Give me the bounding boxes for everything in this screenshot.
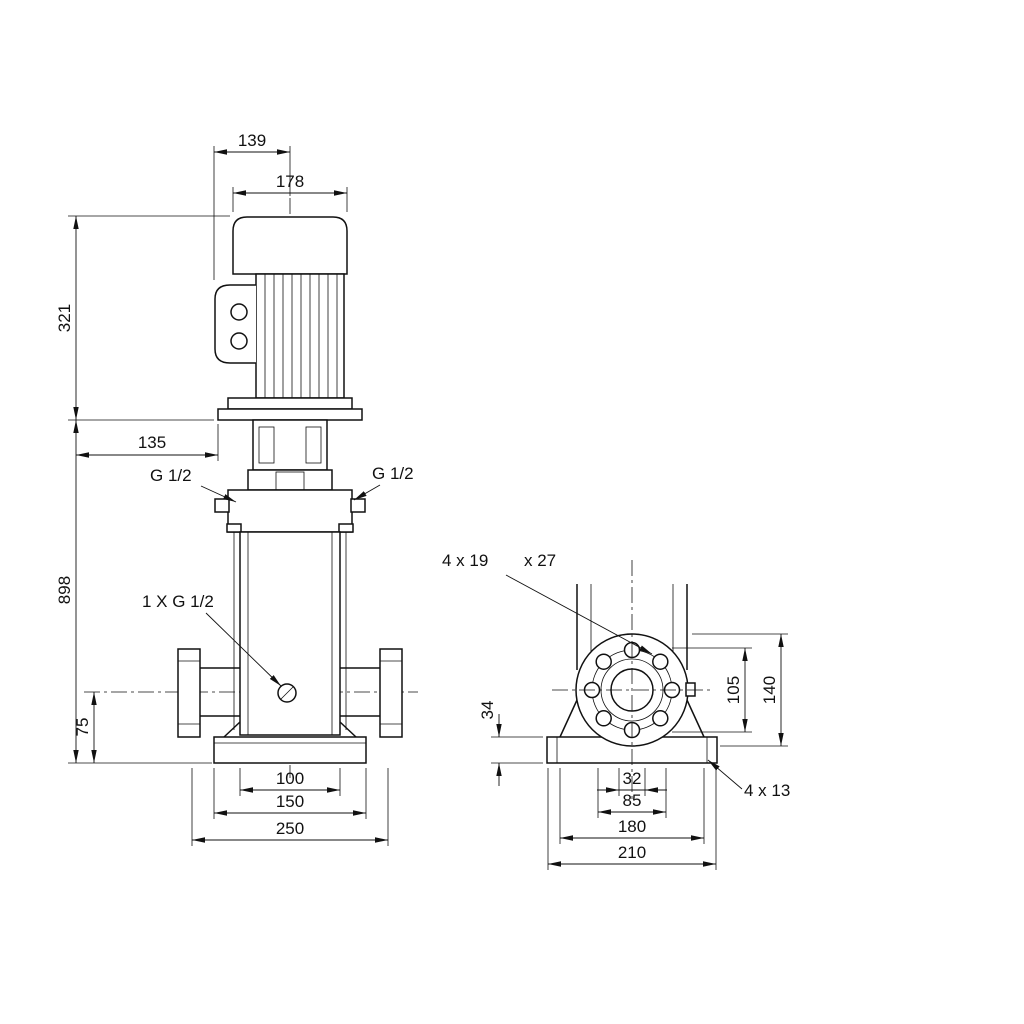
- base-skirt-left: [223, 721, 241, 738]
- motor-body: [255, 273, 345, 399]
- lantern-housing: [252, 419, 328, 471]
- dim-178-label: 178: [276, 172, 304, 191]
- dim-34: 34: [478, 701, 543, 786]
- dim-100-label: 100: [276, 769, 304, 788]
- motor-flange-upper: [227, 397, 353, 410]
- dim-139-label: 139: [238, 131, 266, 150]
- staybolt-nut-left: [226, 523, 242, 533]
- motor-flange-lower: [217, 408, 363, 421]
- dim-75: 75: [73, 692, 97, 763]
- side-view: 4 x 19 x 27 34 105 140 4 x 13: [442, 551, 790, 870]
- dim-150-label: 150: [276, 792, 304, 811]
- terminal-box: [214, 284, 256, 364]
- vent-plug-right: [350, 498, 366, 513]
- pump-head-block: [227, 489, 353, 533]
- head-upper-section: [247, 469, 333, 491]
- dim-898: 898: [55, 420, 212, 764]
- cable-entry-hole: [230, 303, 248, 321]
- hole-note-a: 4 x 19: [442, 551, 488, 570]
- coupling-window: [258, 426, 275, 464]
- dim-210-label: 210: [618, 843, 646, 862]
- dim-250: 250: [191, 768, 389, 846]
- coupling-window: [305, 426, 322, 464]
- foot-left: [559, 699, 578, 738]
- staybolt-nut-right: [338, 523, 354, 533]
- plug-left-label: G 1/2: [150, 466, 192, 485]
- outer-sleeve: [239, 531, 341, 736]
- cooling-fins: [264, 274, 338, 398]
- drain-plug-slot: [280, 686, 294, 700]
- dim-135-label: 135: [138, 433, 166, 452]
- dim-140: 140: [692, 633, 788, 747]
- dim-321: 321: [55, 215, 230, 421]
- chamber-stack: [226, 523, 354, 736]
- vent-plug-left: [214, 498, 230, 513]
- leader-line: [205, 612, 282, 687]
- dim-180: 180: [559, 768, 705, 844]
- bolt-hole: [595, 710, 612, 727]
- bolt-hole: [595, 653, 612, 670]
- cable-entry-hole: [230, 332, 248, 350]
- flange-tab: [685, 682, 696, 697]
- base-hole-label: 4 x 13: [744, 781, 790, 800]
- bolt-hole: [652, 653, 669, 670]
- pump-column: [559, 584, 705, 738]
- dim-140-label: 140: [760, 676, 779, 704]
- coupling-lantern: [247, 419, 333, 491]
- dim-105-label: 105: [724, 676, 743, 704]
- flange-left: [177, 648, 201, 738]
- dim-178: 178: [232, 172, 348, 212]
- hole-note-b: x 27: [524, 551, 556, 570]
- base-front: [213, 721, 367, 764]
- front-view: 139 178 321 898 135: [55, 131, 418, 846]
- leader-line: [353, 484, 381, 501]
- drain-note: 1 X G 1/2: [142, 592, 282, 687]
- leader-line: [505, 574, 653, 655]
- dim-898-label: 898: [55, 576, 74, 604]
- dim-100: 100: [239, 768, 341, 796]
- dim-85-label: 85: [623, 791, 642, 810]
- foot-right: [686, 699, 705, 738]
- bolt-holes: [583, 641, 681, 739]
- dim-105: 105: [672, 647, 752, 733]
- base-hole-note: 4 x 13: [707, 759, 790, 800]
- leader-line: [200, 485, 237, 503]
- dim-75-label: 75: [73, 718, 92, 737]
- flange-right: [379, 648, 403, 738]
- dim-250-label: 250: [276, 819, 304, 838]
- dim-32: 32: [597, 768, 667, 796]
- dim-135: 135: [76, 424, 219, 461]
- dim-32-label: 32: [623, 769, 642, 788]
- leader-line: [707, 759, 743, 790]
- dim-210: 210: [547, 768, 717, 870]
- pump-head: [214, 489, 366, 533]
- dim-34-label: 34: [478, 701, 497, 720]
- motor: [214, 216, 363, 421]
- dim-150: 150: [213, 768, 367, 819]
- base-plate: [213, 736, 367, 764]
- port-flanges: [177, 648, 403, 738]
- vent-plug-notes: G 1/2 G 1/2: [150, 464, 414, 503]
- motor-end-cap: [232, 216, 348, 275]
- dim-85: 85: [597, 768, 667, 818]
- plug-right-label: G 1/2: [372, 464, 414, 483]
- dim-139: 139: [213, 131, 291, 280]
- base-skirt-right: [339, 721, 357, 738]
- bolt-hole: [652, 710, 669, 727]
- dim-321-label: 321: [55, 304, 74, 332]
- drain-label: 1 X G 1/2: [142, 592, 214, 611]
- dim-180-label: 180: [618, 817, 646, 836]
- bolt-hole-note: 4 x 19 x 27: [442, 551, 653, 655]
